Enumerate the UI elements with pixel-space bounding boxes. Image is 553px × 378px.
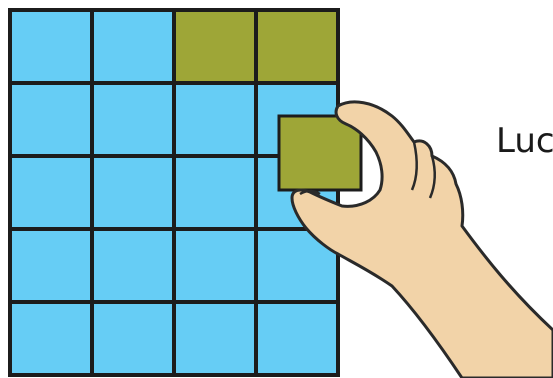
- caption-text: Luc: [496, 121, 553, 161]
- grid-cell-blue: [174, 83, 256, 156]
- held-olive-tile: [279, 116, 361, 190]
- grid-cell-blue: [174, 229, 256, 302]
- grid-cell-olive: [174, 10, 256, 83]
- grid-cell-blue: [174, 302, 256, 375]
- grid-cell-blue: [10, 302, 92, 375]
- grid-cell-blue: [92, 302, 174, 375]
- grid-cell-blue: [10, 10, 92, 83]
- grid-cell-blue: [92, 83, 174, 156]
- grid-cell-blue: [256, 302, 338, 375]
- grid-cell-blue: [174, 156, 256, 229]
- grid-cell-blue: [92, 229, 174, 302]
- grid-cell-olive: [256, 10, 338, 83]
- grid-cell-blue: [10, 156, 92, 229]
- grid-cell-blue: [92, 156, 174, 229]
- grid-cell-blue: [10, 229, 92, 302]
- grid-cell-blue: [92, 10, 174, 83]
- grid-cell-blue: [10, 83, 92, 156]
- tile-grid: [10, 10, 338, 375]
